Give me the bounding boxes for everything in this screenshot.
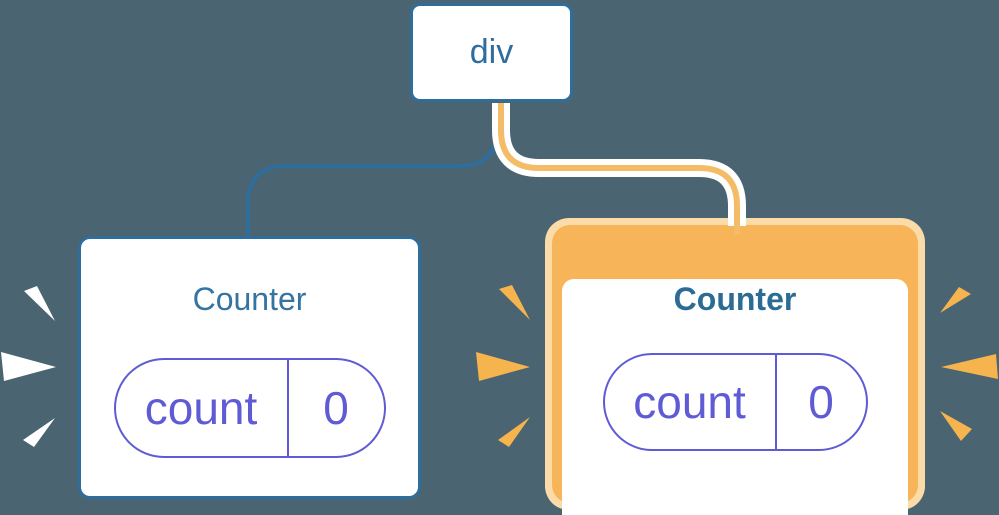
ray-icon — [940, 411, 972, 441]
counter-card-left: Counter count 0 — [78, 236, 421, 499]
ray-icon — [23, 418, 55, 447]
state-key-right: count — [605, 355, 777, 449]
emphasis-rays-orange-left — [476, 285, 530, 447]
edge-to-right-counter — [498, 103, 740, 235]
ray-icon — [499, 285, 530, 320]
counter-card-right-glow: Counter count 0 — [545, 218, 925, 515]
counter-card-right: Counter count 0 — [562, 279, 908, 515]
emphasis-rays-white-left — [1, 286, 56, 447]
ray-icon — [498, 417, 530, 447]
ray-icon — [476, 352, 530, 381]
ray-icon — [941, 354, 998, 379]
ray-icon — [1, 352, 56, 381]
state-pill-left: count 0 — [113, 358, 386, 458]
edge-to-left-counter — [246, 103, 499, 239]
state-value-right: 0 — [808, 376, 834, 428]
state-key-left: count — [116, 360, 289, 456]
counter-card-right-highlight-border: Counter count 0 — [552, 225, 918, 515]
ray-icon — [940, 287, 971, 313]
state-value-left: 0 — [323, 382, 349, 434]
counter-title-left: Counter — [192, 281, 307, 317]
root-node: div — [410, 3, 573, 102]
root-node-label: div — [469, 33, 514, 71]
counter-title-right: Counter — [673, 281, 797, 317]
state-pill-right: count 0 — [602, 353, 868, 451]
emphasis-rays-orange-right — [940, 287, 998, 441]
ray-icon — [24, 286, 55, 321]
edge-to-right-counter-casing — [492, 103, 746, 226]
